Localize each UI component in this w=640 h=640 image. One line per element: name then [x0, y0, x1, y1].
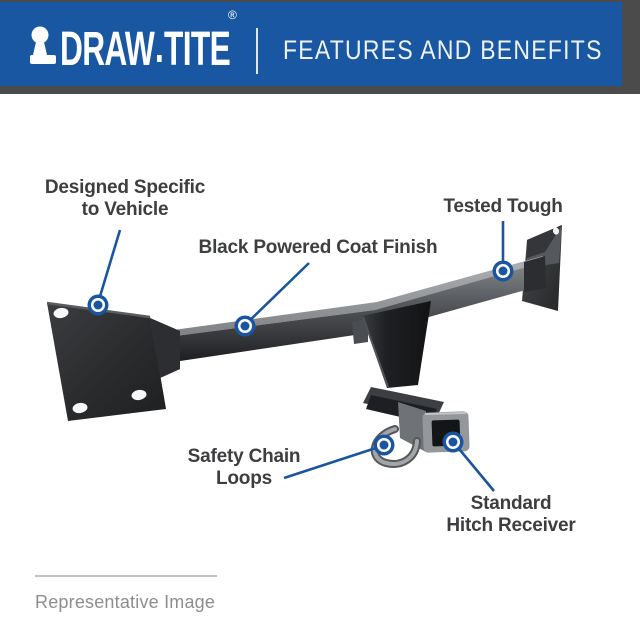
callout-line: Black Powered Coat Finish [198, 237, 438, 258]
callout-line: Hitch Receiver [446, 515, 576, 536]
callout-line: Safety Chain [187, 446, 301, 467]
brand-wordmark: DRAW TITE [60, 23, 231, 76]
brand-left: DRAW [60, 23, 155, 76]
header-title: FEATURES AND BENEFITS [283, 35, 603, 65]
callout-line: Tested Tough [443, 196, 563, 217]
header-bar: DRAW TITE ® FEATURES AND BENEFITS [0, 2, 622, 86]
callout-line: Designed Specific [44, 177, 206, 198]
callout-tested-tough: Tested Tough [440, 196, 566, 218]
leader-receiver [453, 443, 496, 492]
callout-designed-specific: Designed Specific to Vehicle [35, 177, 215, 221]
leader-safety [283, 444, 383, 480]
crossbar-front-face [160, 263, 540, 364]
callout-safety-chain-loops: Safety Chain Loops [184, 446, 304, 490]
footer-divider-line [35, 575, 217, 577]
dot-safety [373, 434, 395, 456]
callout-line: Standard [470, 493, 552, 514]
crossbar-end-cap [524, 256, 546, 292]
brand-logo: DRAW TITE [30, 23, 318, 76]
drop-bracket [352, 301, 444, 424]
callout-standard-hitch-receiver: Standard Hitch Receiver [440, 493, 582, 537]
callout-line: to Vehicle [81, 199, 169, 220]
left-mounting-plate [46, 301, 180, 421]
hitch-ball-icon [30, 26, 56, 64]
crossbar [160, 256, 546, 364]
footer-note: Representative Image [35, 592, 216, 612]
dot-designed [87, 294, 109, 316]
dot-receiver [442, 431, 464, 453]
brand-right: TITE [164, 23, 231, 76]
callout-line: Loops [216, 468, 272, 489]
header-frame: DRAW TITE ® FEATURES AND BENEFITS [0, 0, 640, 94]
leader-designed [96, 229, 122, 304]
callout-dots [87, 260, 514, 456]
crossbar-top-face [160, 256, 543, 338]
leader-black-coat [245, 262, 310, 325]
dot-tested [492, 260, 514, 282]
callout-black-powered-coat: Black Powered Coat Finish [193, 237, 443, 259]
dot-black-coat [234, 315, 256, 337]
header-divider [256, 28, 258, 74]
registered-mark: ® [228, 8, 237, 22]
brand-separator-dot [156, 55, 162, 62]
